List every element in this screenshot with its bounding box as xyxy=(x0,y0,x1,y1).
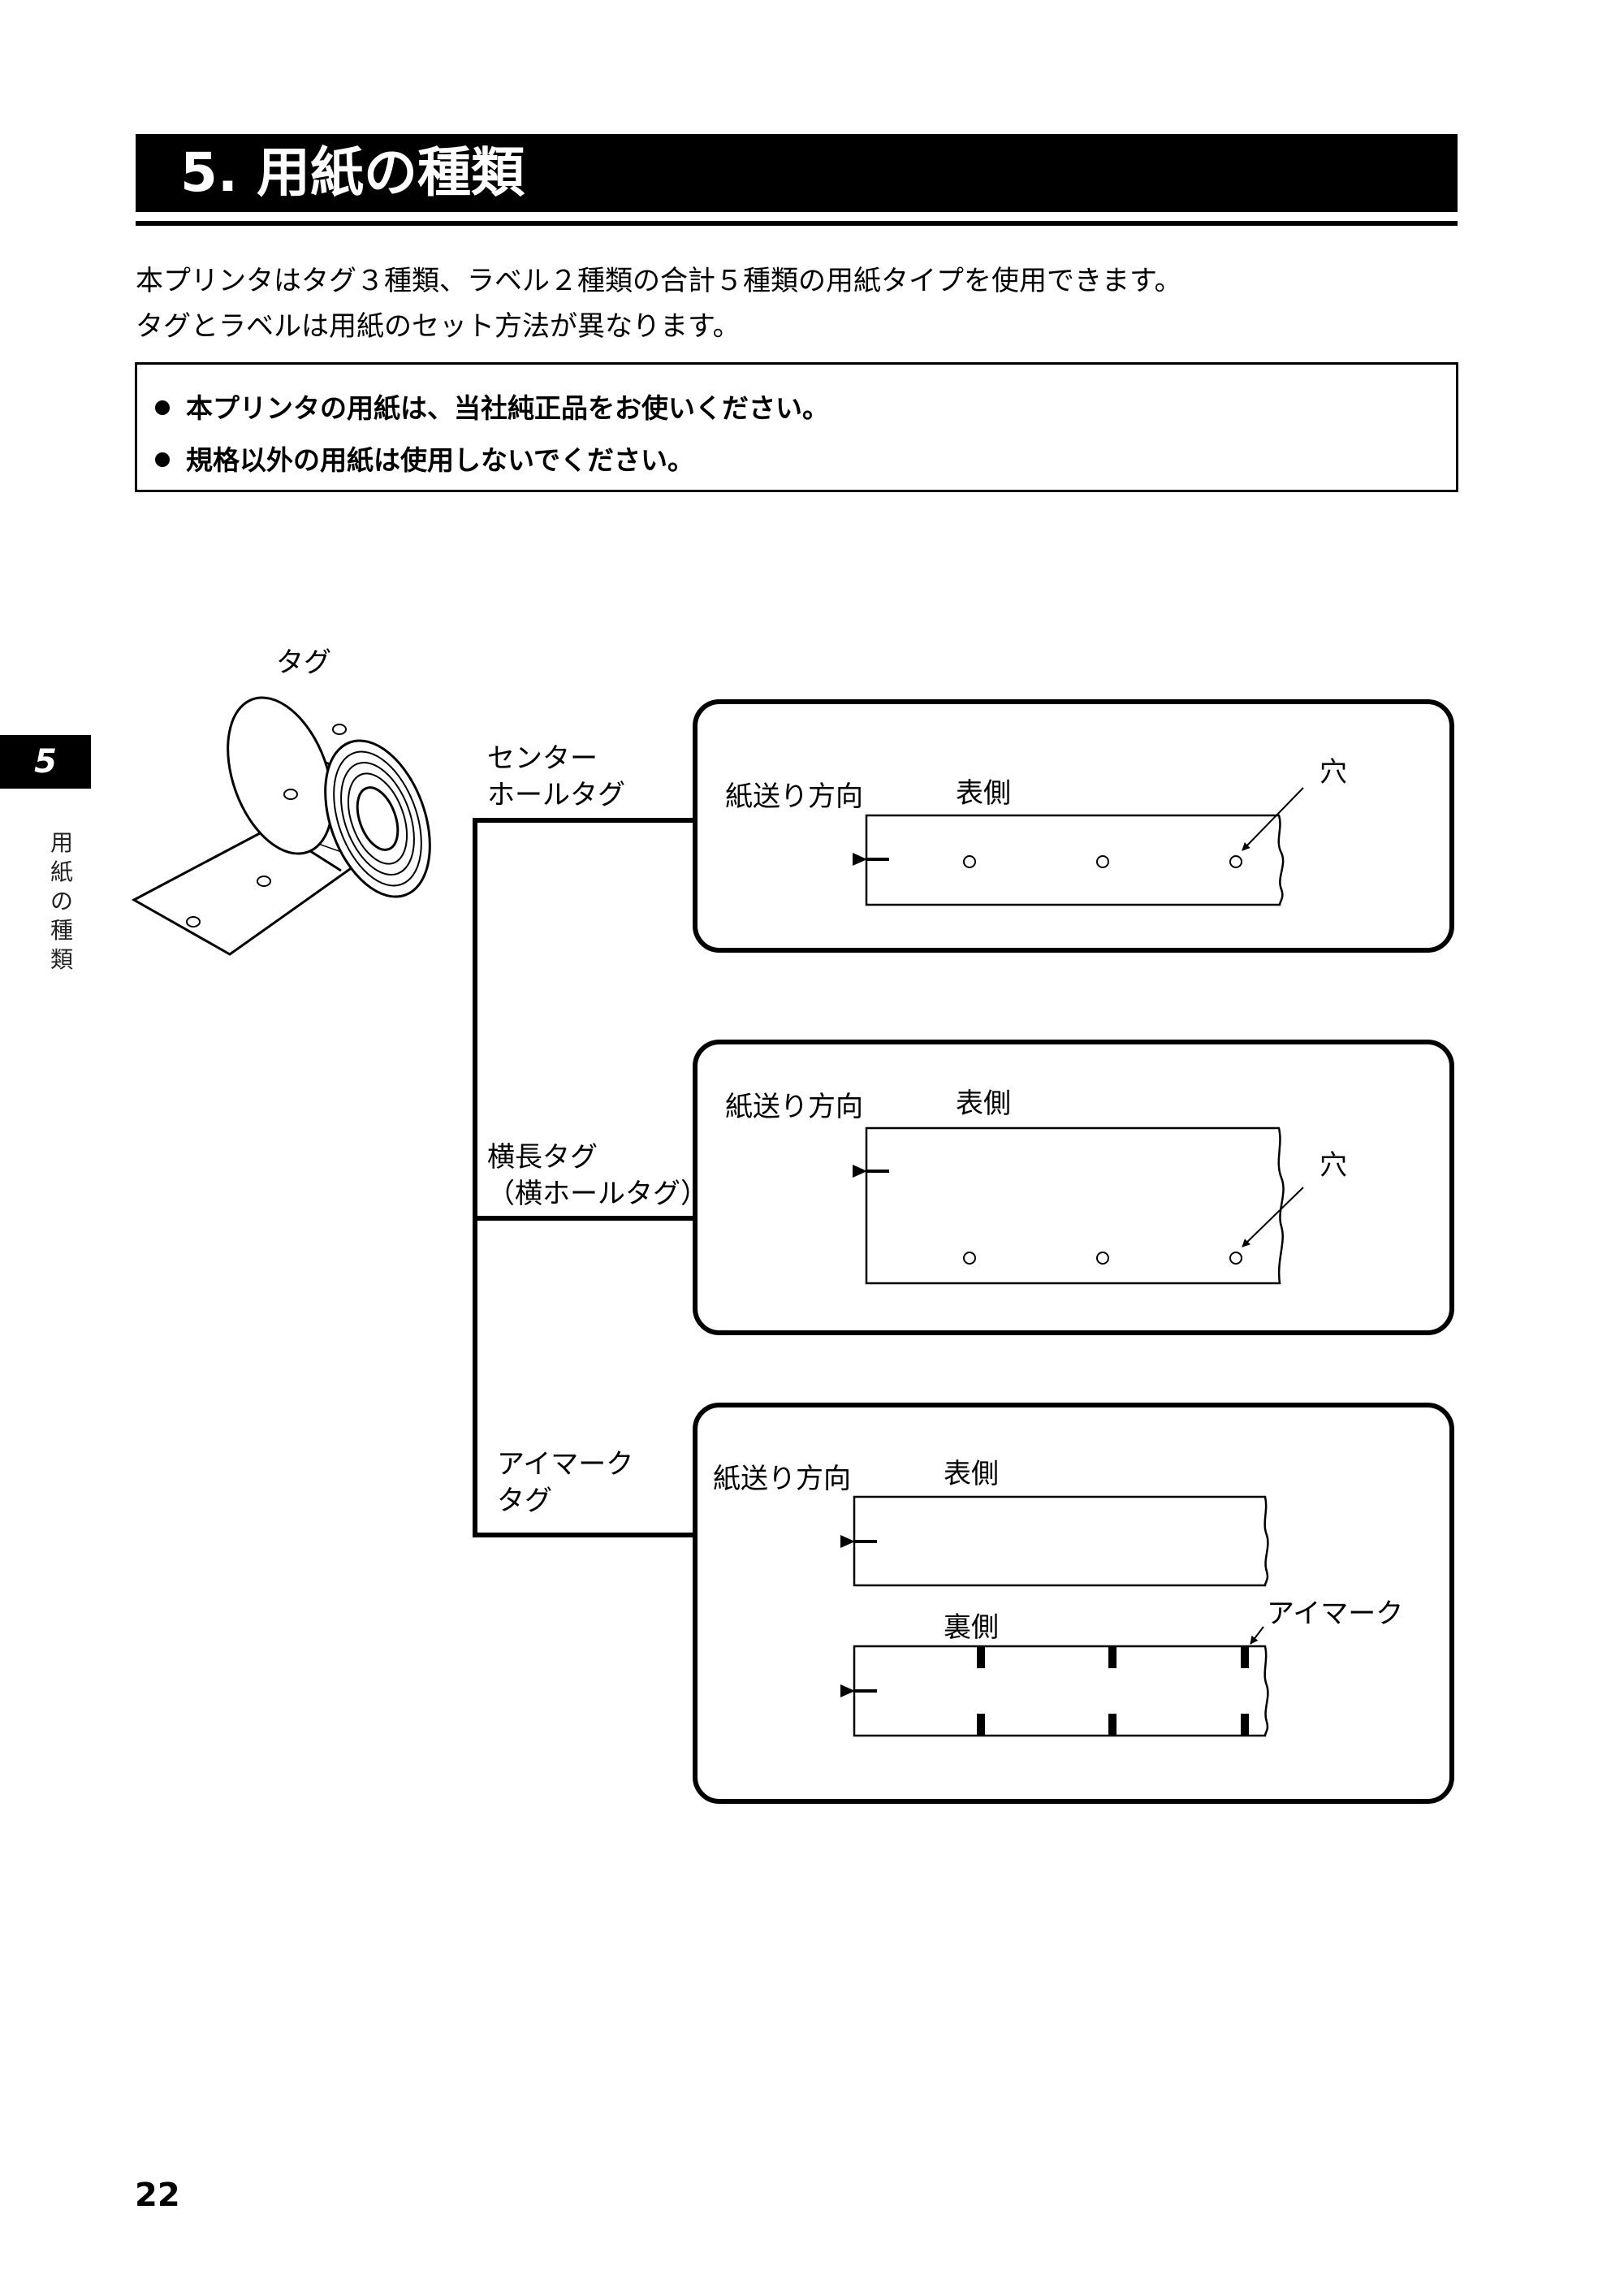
hole-label: 穴 xyxy=(1320,756,1347,789)
front-side-label: 表側 xyxy=(956,777,1011,810)
back-side-label: 裏側 xyxy=(944,1611,999,1644)
intro-text: 本プリンタはタグ３種類、ラベル２種類の合計５種類の用紙タイプを使用できます。 タ… xyxy=(136,258,1467,349)
type-name-line: タグ xyxy=(497,1485,552,1517)
hole-pointer xyxy=(1242,787,1304,851)
title-rule xyxy=(136,221,1458,226)
tag-roll-illustration xyxy=(131,696,431,956)
caution-box: 本プリンタの用紙は、当社純正品をお使いください。 規格以外の用紙は使用しないでく… xyxy=(135,362,1458,492)
hole-label: 穴 xyxy=(1320,1149,1347,1182)
type-name-line: 横長タグ xyxy=(487,1141,598,1174)
chapter-tab: 5 xyxy=(0,735,91,789)
eye-mark xyxy=(977,1646,985,1668)
chapter-side-char: 用 xyxy=(50,829,73,856)
caution-item: 規格以外の用紙は使用しないでください。 xyxy=(155,435,1456,486)
tag-hole xyxy=(1096,855,1109,868)
feed-direction-label: 紙送り方向 xyxy=(725,1091,863,1123)
page-number: 22 xyxy=(135,2177,180,2214)
eye-mark xyxy=(1108,1714,1116,1736)
type-name-line: （横ホールタグ） xyxy=(487,1178,708,1210)
eye-mark xyxy=(1241,1714,1249,1736)
eye-mark xyxy=(1108,1646,1116,1668)
eye-mark xyxy=(1241,1646,1249,1668)
hole-pointer xyxy=(1242,1187,1304,1247)
front-side-label: 表側 xyxy=(956,1087,1011,1120)
chapter-side-title: 用 紙 の 種 類 xyxy=(47,828,76,975)
chapter-side-char: 紙 xyxy=(50,858,73,885)
eye-mark-label: アイマーク xyxy=(1267,1598,1403,1630)
tag-hole xyxy=(1229,1252,1242,1265)
eye-mark-pointer xyxy=(1250,1626,1264,1645)
chapter-side-char: の xyxy=(50,888,73,915)
front-side-label: 表側 xyxy=(944,1458,999,1490)
eye-mark xyxy=(977,1714,985,1736)
tag-hole xyxy=(963,1252,976,1265)
feed-direction-label: 紙送り方向 xyxy=(725,780,863,813)
type-name-line: センター xyxy=(487,742,598,775)
tag-hole xyxy=(1096,1252,1109,1265)
eye-mark-tag-panel: 紙送り方向 表側 裏側 アイマーク xyxy=(693,1403,1454,1804)
roll-label: タグ xyxy=(276,646,331,679)
tag-hole xyxy=(1229,855,1242,868)
chapter-side-char: 種 xyxy=(50,917,73,944)
center-hole-tag-panel: 紙送り方向 表側 穴 xyxy=(693,699,1454,953)
page-title: 5. 用紙の種類 xyxy=(136,134,1458,212)
chapter-side-char: 類 xyxy=(50,946,73,973)
type-name-line: ホールタグ xyxy=(487,779,625,811)
caution-item: 本プリンタの用紙は、当社純正品をお使いください。 xyxy=(155,383,1456,435)
tag-hole xyxy=(963,855,976,868)
type-name-line: アイマーク xyxy=(497,1448,633,1481)
horizontal-tag-panel: 紙送り方向 表側 穴 xyxy=(693,1040,1454,1335)
feed-direction-label: 紙送り方向 xyxy=(713,1463,851,1495)
connector-lines xyxy=(473,818,694,1537)
intro-line-2: タグとラベルは用紙のセット方法が異なります。 xyxy=(136,310,741,343)
intro-line-1: 本プリンタはタグ３種類、ラベル２種類の合計５種類の用紙タイプを使用できます。 xyxy=(136,265,1182,297)
